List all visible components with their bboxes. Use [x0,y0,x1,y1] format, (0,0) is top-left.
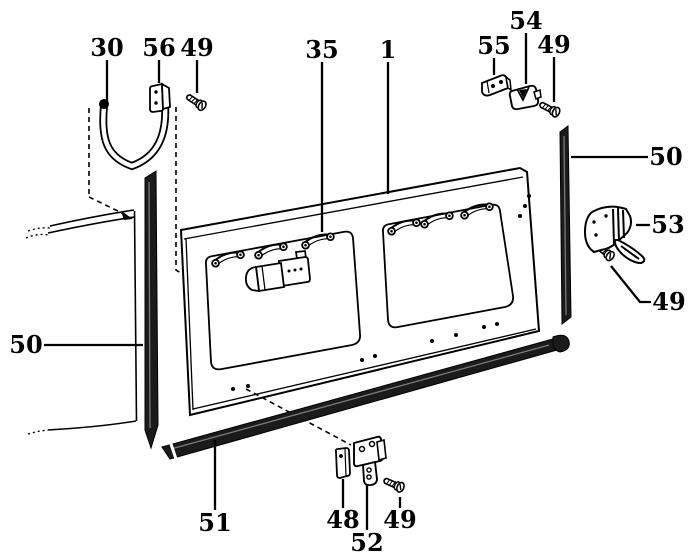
door-left-band [185,237,194,411]
screw-top-left [183,91,209,113]
window-opening-left [204,230,361,371]
screw-bottom [381,474,407,495]
callouts: 30 56 49 35 1 55 54 49 [9,6,685,556]
body-sill-edge [47,420,137,431]
callout-49-right: 49 [610,265,686,316]
callout-50-right: 50 [571,142,683,171]
latch-arm-line [261,265,266,291]
callout-label: 50 [9,330,42,359]
cable-core [101,101,168,169]
clip [149,82,171,113]
callout-56: 56 [142,33,176,83]
lower-hinge-roll [376,438,387,462]
backing-plate-body [334,447,351,479]
door-screw-holes [231,194,531,391]
callout-label: 55 [477,31,510,60]
body-top-edge-inner [47,216,135,234]
latch-body [583,205,632,254]
sill-seal-bottom [161,334,570,460]
backing-plate [334,447,351,479]
route-arrowhead [121,211,133,220]
callout-label: 49 [652,287,685,316]
body-top-edge-fade [25,227,51,239]
callout-label: 30 [90,33,123,62]
callout-53: 53 [636,210,685,239]
callout-54: 54 [509,6,543,84]
vehicle-body-outline [25,209,138,435]
hinge-lower [353,435,387,487]
route-dash-diagonal [88,196,127,216]
latch-body-ribs [612,207,625,246]
door-top-band [183,176,524,240]
callout-label: 54 [509,6,542,35]
body-pillar-edge [133,210,138,422]
callout-49-top-left: 49 [180,33,214,93]
striker-flange [504,75,512,92]
sill-seal-end-hook [552,334,570,353]
callout-label: 56 [142,33,175,62]
inner-latch-handle [244,250,311,293]
callout-label: 1 [380,35,397,64]
callout-label: 48 [326,505,359,534]
upper-hinge-ear [533,89,542,101]
callout-label: 49 [537,30,570,59]
callout-label: 50 [649,142,682,171]
sill-seal-highlight [170,344,550,450]
callout-label: 35 [305,35,338,64]
door-panel [179,166,541,417]
seal-right [559,125,572,326]
striker-bracket [481,74,512,97]
callout-label: 49 [383,505,416,534]
callout-label: 52 [350,528,383,556]
callout-49-top-right: 49 [537,30,571,102]
cable-routing-dashes [88,107,187,277]
hinge-bracket-upper [508,84,542,111]
sill-seal-tip-notch [168,440,178,460]
callout-51: 51 [198,440,232,537]
striker-line [486,80,490,94]
seal-left-strip [144,170,159,450]
latch-arm [254,261,286,293]
latch-grip [244,266,261,293]
callout-30: 30 [90,33,124,104]
seal-left-highlight [148,181,151,429]
latch-assembly [583,205,646,265]
seal-left [144,170,159,450]
callout-label: 49 [180,33,213,62]
callout-label: 51 [198,508,231,537]
callout-55: 55 [477,31,511,75]
callout-1: 1 [380,35,397,194]
door-bottom-band [192,328,537,410]
seal-right-highlight [563,135,567,316]
body-sill-edge-fade [27,429,49,435]
callout-label: 53 [651,210,684,239]
callout-35: 35 [305,35,339,232]
screw-top-right [537,98,563,119]
hinge-position-dash [245,388,352,446]
clip-front [149,82,164,113]
lower-hinge-arm [362,460,378,487]
route-dash-right [175,107,187,277]
backing-plate-edge [344,448,347,477]
callout-49-bottom: 49 [383,497,417,534]
callout-50-left: 50 [9,330,143,359]
latch-lever-shade [620,245,640,260]
upper-hinge-notch-shade [519,89,527,98]
callout-52: 52 [350,485,384,556]
clip-side [161,82,171,111]
body-top-edge [49,209,135,227]
leader-line [610,265,651,304]
callout-48: 48 [326,479,360,534]
window-opening-right [381,203,514,329]
upper-hinge-notch [516,86,530,102]
